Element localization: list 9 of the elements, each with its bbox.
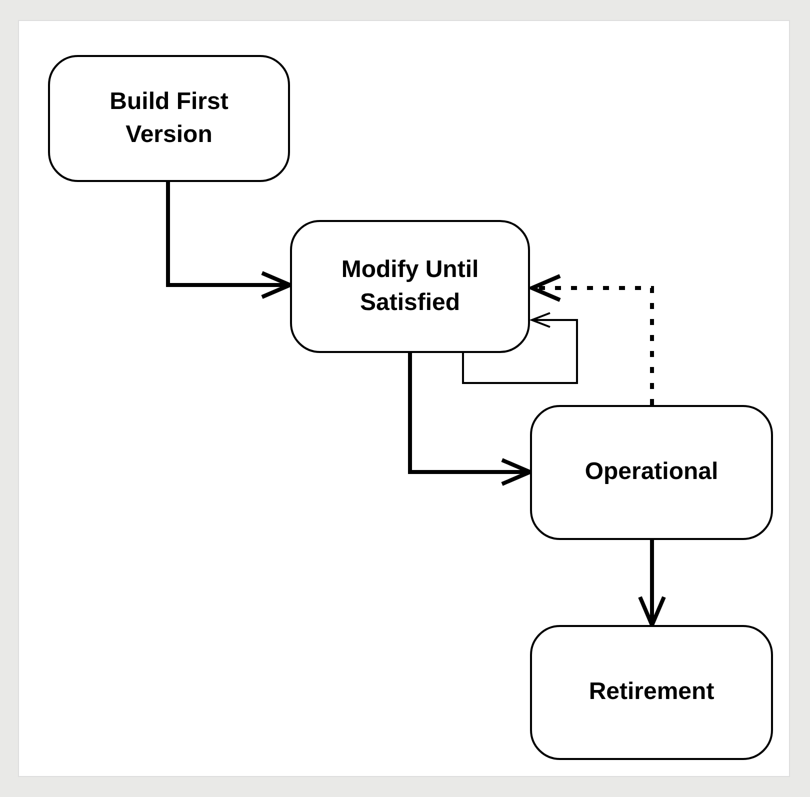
arrow — [638, 540, 666, 627]
arrow — [166, 182, 292, 299]
process-box: Operational — [530, 405, 773, 540]
arrow — [462, 312, 578, 384]
process-box: Retirement — [530, 625, 773, 760]
process-box: Build First Version — [48, 55, 290, 182]
process-box: Modify Until Satisfied — [290, 220, 530, 353]
arrow — [530, 274, 654, 405]
arrow — [408, 353, 532, 486]
